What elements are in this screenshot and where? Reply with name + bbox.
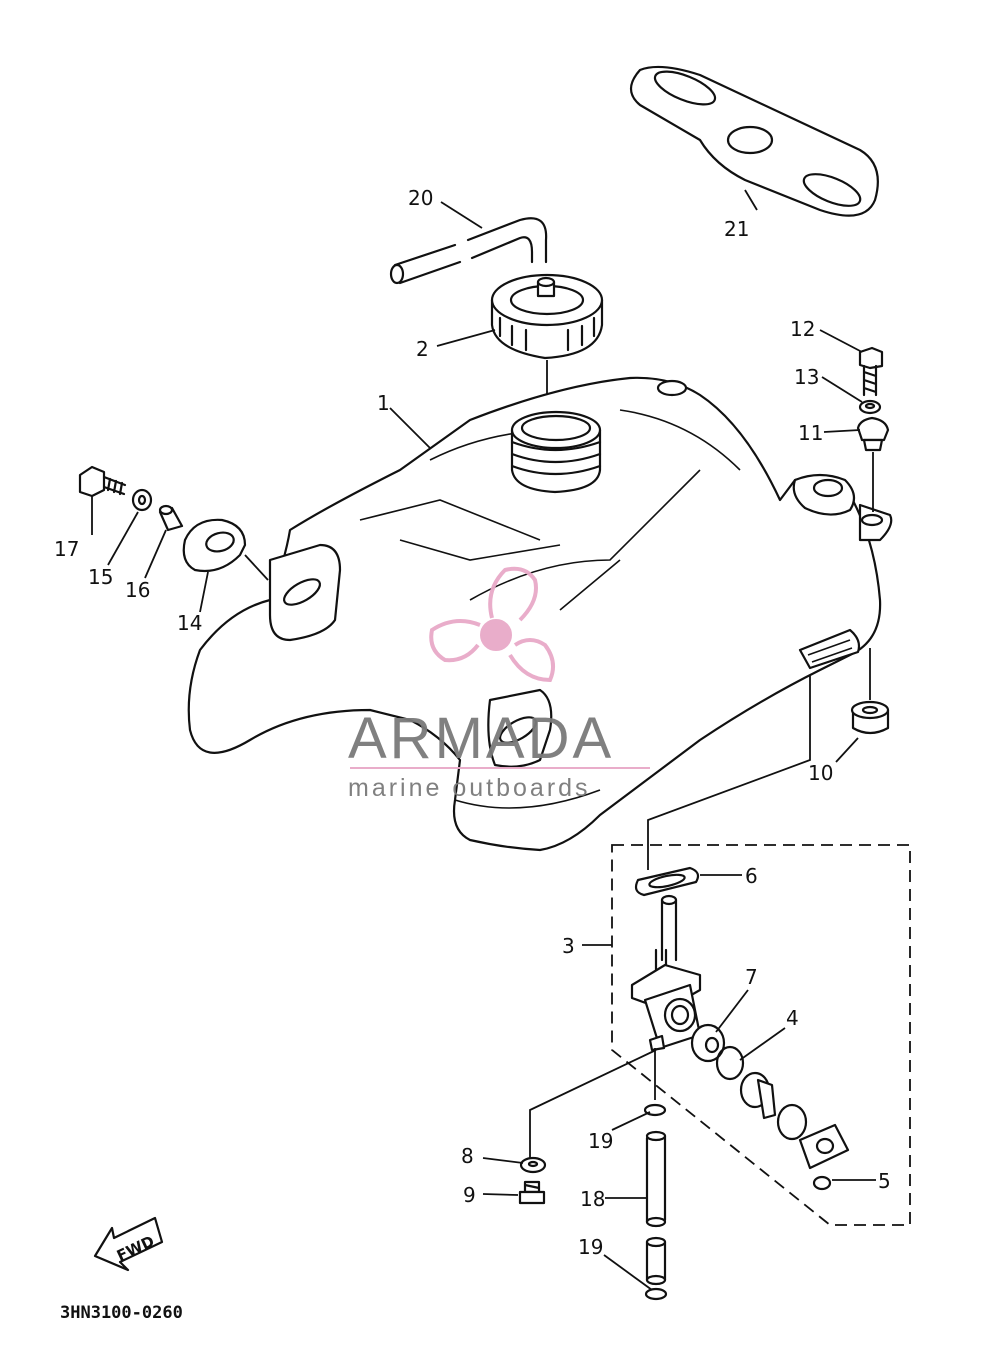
fuel-cock-assembly-outline [611,844,911,1226]
fwd-arrow-icon: FWD [93,1216,164,1272]
callout-leaders [91,189,876,1291]
breather-hose-part-20 [389,217,548,285]
hose-piece-lower [645,1236,667,1286]
washer-part-8 [519,1156,547,1174]
callout-12: 12 [790,317,815,341]
damper-part-10 [850,700,890,735]
fuel-cock-lever [739,1071,777,1120]
washer-part-15 [131,488,153,512]
callout-19-lower: 19 [578,1235,603,1259]
bolt-part-17 [78,465,127,498]
collar-part-11 [856,416,890,452]
callout-2: 2 [416,337,429,361]
o-ring-2 [776,1103,808,1141]
fuel-tank-part-1 [187,376,893,852]
callout-13: 13 [794,365,819,389]
plate-part-21 [629,65,879,217]
clip-part-19-upper [643,1103,667,1117]
bolt-part-12 [858,346,884,397]
callout-14: 14 [177,611,202,635]
callout-5: 5 [878,1169,891,1193]
callout-9: 9 [463,1183,476,1207]
callout-7: 7 [745,965,758,989]
callout-3: 3 [562,934,575,958]
screw-part-5 [812,1175,832,1191]
gasket-part-6 [634,866,700,897]
washer-part-13 [858,399,882,415]
callout-18: 18 [580,1187,605,1211]
fuel-cap-part-2 [490,273,604,360]
callout-20: 20 [408,186,433,210]
watermark-tagline: marine outboards [348,774,591,802]
filter-part-7 [690,1023,726,1063]
callout-1: 1 [377,391,390,415]
fuel-cock-body [630,894,702,1052]
lever-cover-plate [798,1123,850,1170]
callout-21: 21 [724,217,749,241]
callout-16: 16 [125,578,150,602]
damper-leader [244,554,269,581]
callout-15: 15 [88,565,113,589]
o-ring-part-4 [715,1045,745,1081]
fuel-hose-part-18 [645,1130,667,1228]
propeller-logo-icon [429,566,556,683]
callout-19-upper: 19 [588,1129,613,1153]
callout-4: 4 [786,1006,799,1030]
callout-6: 6 [745,864,758,888]
callout-11: 11 [798,421,823,445]
collar-part-16 [158,504,184,532]
callout-17: 17 [54,537,79,561]
callout-8: 8 [461,1144,474,1168]
clip-part-19-lower [644,1287,668,1301]
watermark-logo: ARMADA marine outboards [348,566,650,802]
damper-part-14 [182,518,247,573]
drain-screw-part-9 [518,1180,546,1205]
tank-to-cock-leader [647,676,811,870]
callout-10: 10 [808,761,833,785]
diagram-code: 3HN3100-0260 [60,1303,183,1323]
watermark-brand: ARMADA [348,706,614,771]
drain-leader [529,1049,657,1158]
